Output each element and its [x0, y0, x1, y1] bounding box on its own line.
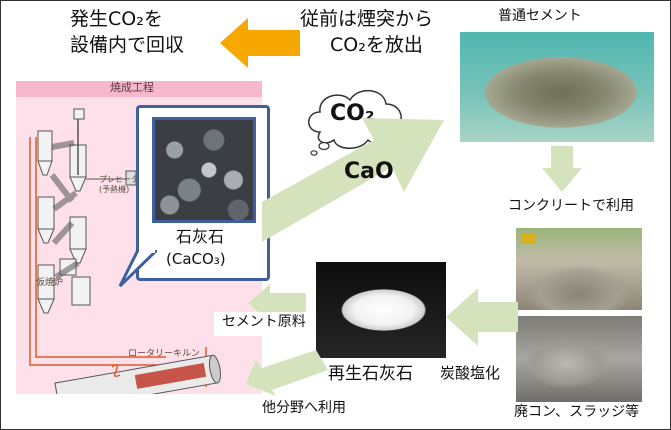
emission-text-line2: CO₂を放出: [330, 34, 423, 56]
rubble-photo: [516, 228, 642, 310]
recovery-text-line1: 発生CO₂を: [70, 8, 163, 30]
cao-label: CaO: [344, 159, 394, 184]
emission-text-line1: 従前は煙突から: [300, 8, 434, 30]
kiln-plant-schematic: [29, 108, 221, 394]
limestone-photo: [152, 117, 256, 223]
kiln-panel-title: 焼成工程: [110, 81, 154, 94]
left-arrow-carbonation: [446, 288, 518, 346]
callout-pointer: [118, 250, 157, 288]
down-arrow-1: [542, 146, 582, 192]
carbonation-label: 炭酸塩化: [440, 364, 501, 382]
rotary-kiln-label: ロータリーキルン: [128, 349, 200, 359]
recovery-arrow: [220, 18, 300, 68]
calciner-label: 仮焼炉: [36, 278, 64, 288]
cement-raw-material-label: セメント原料: [222, 314, 306, 330]
cao-arrow: [262, 118, 444, 242]
raw-material-label-bg: [214, 312, 314, 336]
cement-label: 普通セメント: [498, 8, 582, 24]
other-use-arrow: [246, 350, 328, 396]
recycled-limestone-label: 再生石灰石: [328, 364, 413, 384]
limestone-formula: (CaCO₃): [166, 250, 226, 268]
recycled-limestone-photo: [316, 262, 446, 358]
limestone-name: 石灰石: [176, 227, 225, 246]
sludge-photo: [516, 316, 642, 402]
recovery-text-line2: 設備内で回収: [70, 34, 185, 56]
preheater-label: プレヒーター (予熱機): [99, 175, 147, 194]
concrete-use-label: コンクリートで利用: [508, 198, 634, 214]
other-use-label: 他分野へ利用: [262, 400, 346, 416]
waste-label: 廃コン、スラッジ等: [514, 404, 640, 420]
cement-photo: [460, 32, 654, 142]
kiln-panel-title-bar: [16, 81, 262, 97]
excavator: [522, 234, 536, 244]
